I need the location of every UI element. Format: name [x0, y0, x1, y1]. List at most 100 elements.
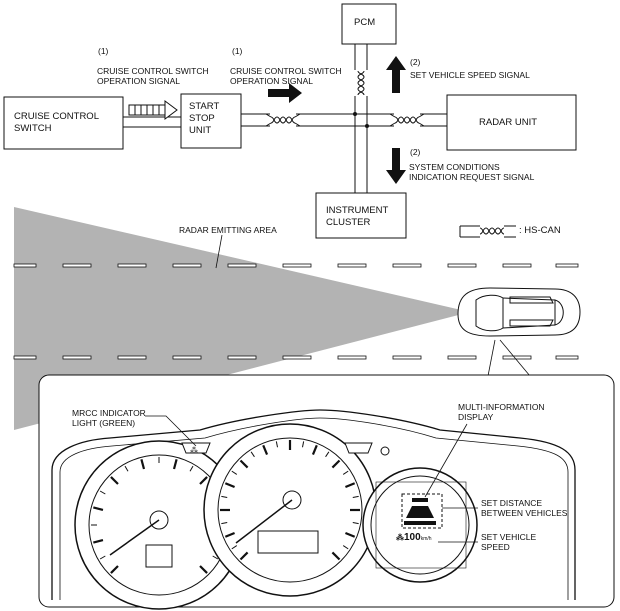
signal-1b-label: CRUISE CONTROL SWITCH OPERATION SIGNAL	[230, 66, 342, 86]
signal-number-1b: (1)	[232, 46, 243, 56]
gauge-tick	[221, 521, 228, 525]
signal-1a-line1: CRUISE CONTROL SWITCH	[97, 66, 209, 76]
radar-emitting-area	[14, 207, 470, 430]
solid-arrow-icon	[268, 83, 302, 103]
system-conditions-line2: INDICATION REQUEST SIGNAL	[409, 172, 535, 182]
hs-can-legend-icon	[459, 225, 516, 238]
gauge-tick	[275, 441, 279, 448]
solid-arrow-icon	[386, 56, 406, 93]
gauge-tick	[325, 451, 330, 458]
gauge-tick	[231, 545, 238, 550]
gauge-tick	[172, 459, 178, 470]
gauge-tick	[345, 482, 356, 489]
pcm-box	[341, 3, 397, 45]
start-stop-line3: UNIT	[189, 125, 212, 136]
lane-markings	[13, 263, 579, 360]
cruise-switch-line1: CRUISE CONTROL	[14, 111, 99, 122]
set-speed-line2: SPEED	[481, 542, 510, 552]
signal-number-1a: (1)	[98, 46, 109, 56]
gauge-tick	[110, 476, 119, 485]
multi-information-display	[362, 467, 478, 583]
gauge-tick	[345, 531, 356, 538]
gauge-tick	[199, 565, 208, 574]
signal-1b-line1: CRUISE CONTROL SWITCH	[230, 66, 342, 76]
multi-information-display-label: MULTI-INFORMATION DISPLAY	[458, 402, 545, 422]
mrcc-indicator-icon: ⁂	[181, 442, 211, 455]
set-distance-line2: BETWEEN VEHICLES	[481, 508, 568, 518]
gauge-tick	[99, 490, 106, 495]
instrument-cluster-label: INSTRUMENT CLUSTER	[326, 205, 388, 229]
gauge-icon	[203, 423, 377, 597]
gauge-tick	[311, 444, 318, 455]
start-stop-box	[180, 93, 242, 149]
set-distance-line1: SET DISTANCE	[481, 498, 543, 508]
radar-emitting-area-label: RADAR EMITTING AREA	[179, 225, 277, 235]
instrument-cluster-box	[315, 192, 407, 239]
pcm-label: PCM	[354, 17, 376, 28]
gauge-tick	[199, 476, 208, 485]
set-vehicle-speed-signal: SET VEHICLE SPEED SIGNAL	[410, 70, 530, 80]
gauge-tick	[212, 555, 219, 560]
start-stop-label: START STOP UNIT	[189, 101, 219, 137]
speed-value: 100	[404, 532, 421, 543]
hollow-arrow-icon	[128, 100, 178, 120]
set-speed-line1: SET VEHICLE	[481, 532, 537, 542]
signal-1b-line2: OPERATION SIGNAL	[230, 76, 313, 86]
mid-line1: MULTI-INFORMATION	[458, 402, 545, 412]
gauge-tick	[239, 459, 249, 469]
mrcc-small-icon: ⁂	[396, 533, 404, 542]
gauge-tick	[250, 451, 255, 458]
cruise-switch-line2: SWITCH	[14, 123, 52, 134]
hs-can-label: : HS-CAN	[519, 225, 561, 236]
radar-unit-label: RADAR UNIT	[479, 117, 538, 128]
gauge-tick	[342, 470, 349, 475]
gauge-tick	[224, 531, 235, 538]
solid-arrow-icon	[386, 148, 406, 184]
mrcc-line2: LIGHT (GREEN)	[72, 418, 136, 428]
gauge-tick	[110, 565, 119, 574]
gauge-tick	[99, 555, 106, 560]
gauge-tick	[342, 545, 349, 550]
signal-1a-line2: OPERATION SIGNAL	[97, 76, 180, 86]
gauge-tick	[352, 495, 359, 499]
distance-bars-icon	[401, 493, 443, 529]
signal-number-2b: (2)	[410, 147, 421, 157]
speed-unit: km/h	[420, 536, 432, 542]
cruise-switch-label: CRUISE CONTROL SWITCH	[14, 111, 99, 135]
svg-text:⁂: ⁂	[190, 445, 198, 455]
set-distance-label: SET DISTANCE BETWEEN VEHICLES	[481, 498, 567, 518]
gauge-tick	[93, 538, 104, 544]
cluster-hood	[51, 409, 576, 600]
system-conditions-label: SYSTEM CONDITIONS INDICATION REQUEST SIG…	[409, 162, 534, 182]
gauge-tick	[224, 482, 235, 489]
speed-readout: ⁂100km/h	[396, 533, 432, 544]
mrcc-line1: MRCC INDICATOR	[72, 408, 146, 418]
instrument-line2: CLUSTER	[326, 217, 371, 228]
instrument-line1: INSTRUMENT	[326, 205, 389, 216]
gauge-tick	[262, 444, 269, 455]
gauge-tick	[93, 506, 104, 512]
gauge-tick	[352, 521, 359, 525]
radar-unit-box	[446, 94, 577, 151]
signal-1a-label: CRUISE CONTROL SWITCH OPERATION SIGNAL	[97, 66, 209, 86]
turn-lamp-icon	[344, 442, 373, 454]
car-top-view-icon	[457, 287, 581, 337]
mid-line2: DISPLAY	[458, 412, 494, 422]
system-conditions-line1: SYSTEM CONDITIONS	[409, 162, 500, 172]
set-vehicle-speed-label: SET VEHICLE SPEED	[481, 532, 536, 552]
signal-number-2a: (2)	[410, 57, 421, 67]
start-stop-line2: STOP	[189, 113, 215, 124]
gauge-tick	[301, 441, 305, 448]
gauge-tick	[231, 470, 238, 475]
lamp-icon	[380, 446, 390, 456]
gauge-icon	[74, 440, 244, 610]
gauge-tick	[239, 551, 249, 561]
mrcc-indicator-label: MRCC INDICATOR LIGHT (GREEN)	[72, 408, 146, 428]
gauge-tick	[189, 465, 194, 472]
gauge-tick	[140, 459, 146, 470]
cruise-switch-box	[3, 96, 124, 150]
start-stop-line1: START	[189, 101, 220, 112]
gauge-tick	[221, 495, 228, 499]
